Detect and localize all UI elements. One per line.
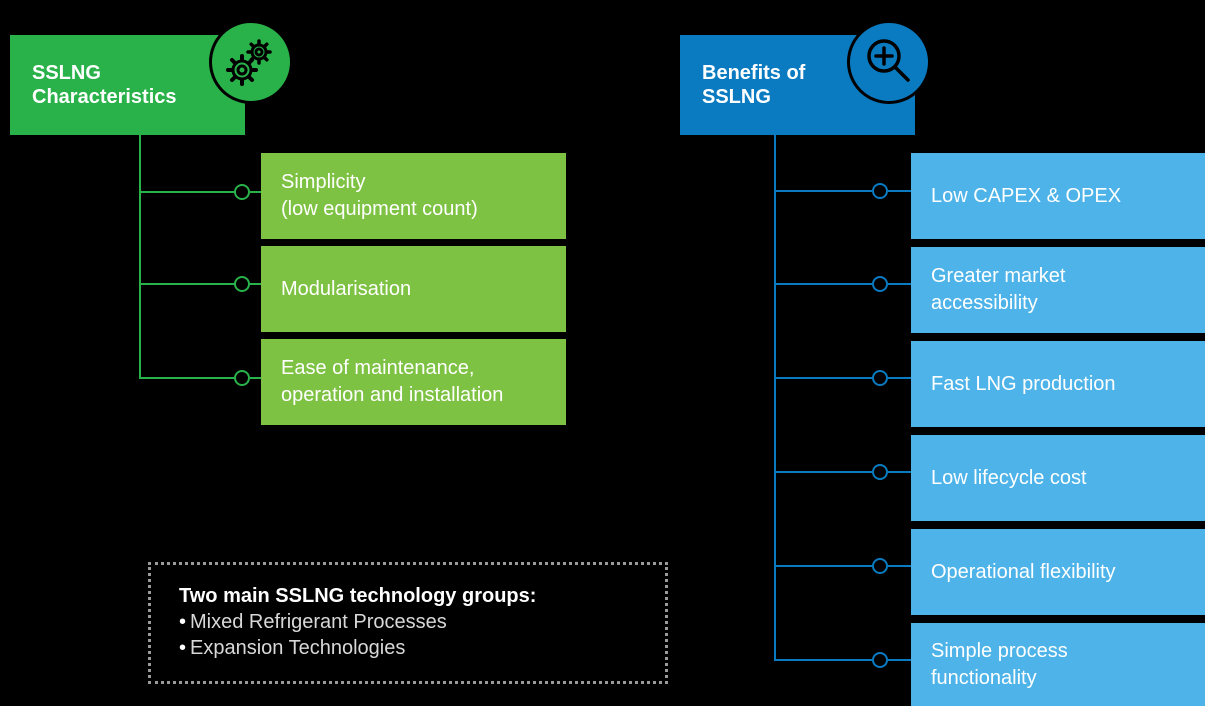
benefit-item: Operational flexibility: [911, 529, 1205, 615]
technology-group-item: •Expansion Technologies: [179, 635, 637, 661]
benefit-item: Greater market accessibility: [911, 247, 1205, 333]
bullet-icon: •: [179, 637, 187, 659]
technology-group-item: •Mixed Refrigerant Processes: [179, 609, 637, 635]
right-branch-line: [774, 190, 872, 192]
left-trunk-line: [139, 135, 141, 379]
left-branch-line: [139, 283, 235, 285]
characteristic-item: Modularisation: [261, 246, 566, 332]
benefit-item: Low lifecycle cost: [911, 435, 1205, 521]
technology-group-label: Expansion Technologies: [190, 637, 406, 659]
right-link-line: [888, 283, 911, 285]
connector-node: [234, 370, 250, 386]
right-branch-line: [774, 659, 872, 661]
connector-node: [872, 370, 888, 386]
zoom-in-icon: [847, 20, 931, 104]
technology-groups-box: Two main SSLNG technology groups: •Mixed…: [148, 562, 668, 684]
right-branch-line: [774, 283, 872, 285]
right-branch-line: [774, 377, 872, 379]
gears-icon: [209, 20, 293, 104]
left-branch-line: [139, 377, 235, 379]
right-link-line: [888, 377, 911, 379]
technology-groups-title: Two main SSLNG technology groups:: [179, 585, 537, 607]
connector-node: [872, 558, 888, 574]
bullet-icon: •: [179, 611, 187, 633]
connector-node: [234, 276, 250, 292]
right-link-line: [888, 565, 911, 567]
connector-node: [234, 184, 250, 200]
benefit-item: Low CAPEX & OPEX: [911, 153, 1205, 239]
right-branch-line: [774, 471, 872, 473]
connector-node: [872, 276, 888, 292]
characteristics-header: SSLNG Characteristics: [10, 35, 245, 135]
right-link-line: [888, 659, 911, 661]
right-link-line: [888, 471, 911, 473]
right-link-line: [888, 190, 911, 192]
right-branch-line: [774, 565, 872, 567]
benefit-item: Fast LNG production: [911, 341, 1205, 427]
right-trunk-line: [774, 135, 776, 661]
characteristic-item: Simplicity (low equipment count): [261, 153, 566, 239]
left-link-line: [250, 191, 261, 193]
characteristic-item: Ease of maintenance, operation and insta…: [261, 339, 566, 425]
connector-node: [872, 652, 888, 668]
connector-node: [872, 183, 888, 199]
technology-group-label: Mixed Refrigerant Processes: [190, 611, 447, 633]
left-branch-line: [139, 191, 235, 193]
left-link-line: [250, 283, 261, 285]
left-link-line: [250, 377, 261, 379]
benefit-item: Simple process functionality: [911, 623, 1205, 706]
connector-node: [872, 464, 888, 480]
